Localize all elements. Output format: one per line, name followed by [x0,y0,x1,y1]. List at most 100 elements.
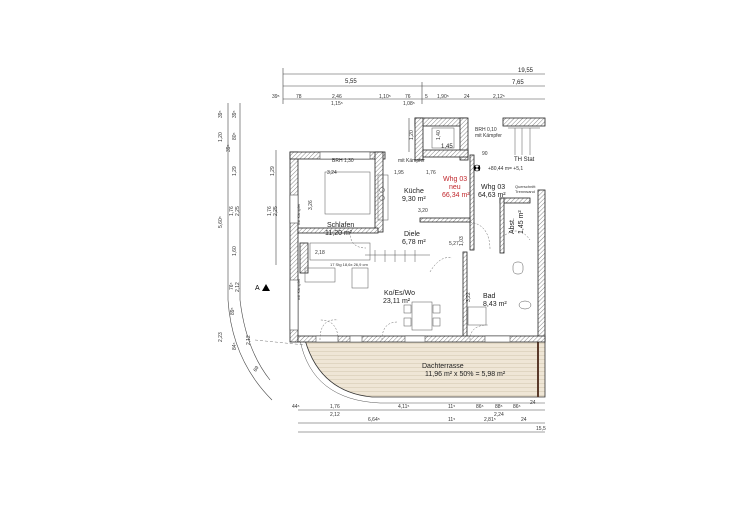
terrace-area: 11,96 m² x 50% = 5,98 m² [425,371,506,378]
dim: 6,64⁵ [368,417,380,423]
dim: 3,24 [327,170,337,176]
dim: 1,20 [409,130,415,140]
dim: 1,15⁵ [331,101,343,107]
dim: 2,23 [218,332,224,342]
dim: 4,11⁵ [398,404,409,410]
dim: 2,12 [235,282,241,292]
dim: 24 [464,94,470,100]
left-dimensions: 39⁵ 1,20 5,60⁵ 2,23 39⁵ 80⁵ 39⁵ 1,29 1,7… [218,103,306,401]
dim: 76 [405,94,411,100]
dim: 39⁵ [218,110,224,118]
dim: 2,46 [332,94,342,100]
dim-555: 5,55 [345,79,357,85]
dim: 1,10⁵ [379,94,391,100]
doors [319,221,531,341]
dim: 3,20 [418,208,428,214]
dim: 24 [521,417,527,423]
roof-terrace [304,339,546,398]
dim: 2,12 [246,335,252,345]
dim: 39⁵ [226,144,232,152]
dim: 76⁵ [229,282,235,290]
room-abst-area: 1,45 m² [518,210,525,234]
room-schlafen-name: Schlafen [327,222,354,229]
dim: 2,24 [494,412,504,418]
note: BRH 1,30 [332,158,354,164]
section-arrow-icon [262,284,270,291]
note: Trennwand [515,189,535,194]
annotations: BRH 1,30 mit Kämpfer BRH 0,10 mit Kämpfe… [296,127,536,302]
room-bad-area: 8,43 m² [483,301,507,308]
apartment-new-sub: neu [449,184,461,191]
dim: 1,76 [267,206,273,216]
dim-total: 19,55 [518,68,534,74]
dim: 2,81⁵ [484,417,496,423]
room-bad-name: Bad [483,293,496,300]
room-diele-area: 6,78 m² [402,239,426,246]
note: Querschnitt [515,184,536,189]
level-note: +80,44 m= +5,1 [488,166,523,172]
dim: 1,76 [426,170,436,176]
apartment-new-name: Whg 03 [443,176,467,183]
apartment-name: Whg 03 [481,184,505,191]
note: TH Stat [514,157,535,163]
dim: 86⁵ [513,404,521,410]
level-marker-icon [473,164,481,172]
room-schlafen-area: 11,20 m² [325,230,353,237]
dim: 1,90⁵ [437,94,449,100]
dim: 69 [253,365,261,373]
note: mit Kämpfer [475,133,502,139]
section-marker-label: A [255,285,260,292]
dim: 1,40 [436,130,442,140]
room-kowo-name: Ko/Es/Wo [384,290,415,297]
dim: 2,18 [315,250,325,256]
dim: 2,12⁵ [493,94,505,100]
windows [289,151,511,343]
dim: 1,20 [218,132,224,142]
top-dimensions: 19,55 5,55 7,65 39⁵ 78 2,46 1,10⁵ 76 5 1… [272,68,545,152]
dim: 84⁵ [232,342,238,350]
dim: 1,29 [270,166,276,176]
dim: 1,76 [229,206,235,216]
dim: 78 [296,94,302,100]
dim-765: 7,65 [512,80,524,86]
bottom-dimensions: 44⁵ 1,76 4,11⁵ 11⁵ 86⁵ 88⁵ 86⁵ 24 2,12 2… [292,400,546,433]
dim: 39⁵ [272,94,280,100]
room-kueche-name: Küche [404,188,424,195]
note: BRH 0,10 [475,127,497,133]
room-abst-name: Abst. [509,218,516,234]
dim: 89⁵ [230,307,236,315]
dim: 15,5 [536,426,546,432]
terrace-name: Dachterrasse [422,363,464,370]
apartment-area: 64,63 m² [478,192,506,199]
dim: 24 [530,400,536,406]
dim: 1,08⁵ [403,101,415,107]
dim: 1,95 [394,170,404,176]
dim: 39⁵ [232,110,238,118]
note: mit Kämpfer [296,278,301,300]
dim: 44⁵ [292,404,300,410]
dim: 2,25 [273,206,279,216]
dim: 5 [425,94,428,100]
note: mit Kämpfer [296,203,301,225]
dim: 80⁵ [232,132,238,140]
dim: 3,26 [308,200,314,210]
dim: 5,60⁵ [218,216,224,228]
dim: 88⁵ [495,404,503,410]
dim: 11⁵ [448,404,455,410]
dim: 86⁵ [476,404,484,410]
room-diele-name: Diele [404,231,420,238]
furniture [304,127,540,331]
dim: 1,76 [330,404,340,410]
dim: 5,27 [449,241,459,247]
apartment-new-area: 66,34 m² [442,192,470,199]
dim: 11⁵ [448,417,455,423]
room-kueche-area: 9,30 m² [402,196,426,203]
stair-note: 17 Stg 18,6x 26,9 cm [330,262,368,267]
room-kowo-area: 23,11 m² [383,298,411,305]
dim: 1,03 [459,236,465,246]
dim: 90 [482,151,488,157]
dim: 1,60 [232,246,238,256]
dim: 2,12 [330,412,340,418]
dim: 1,29 [232,166,238,176]
